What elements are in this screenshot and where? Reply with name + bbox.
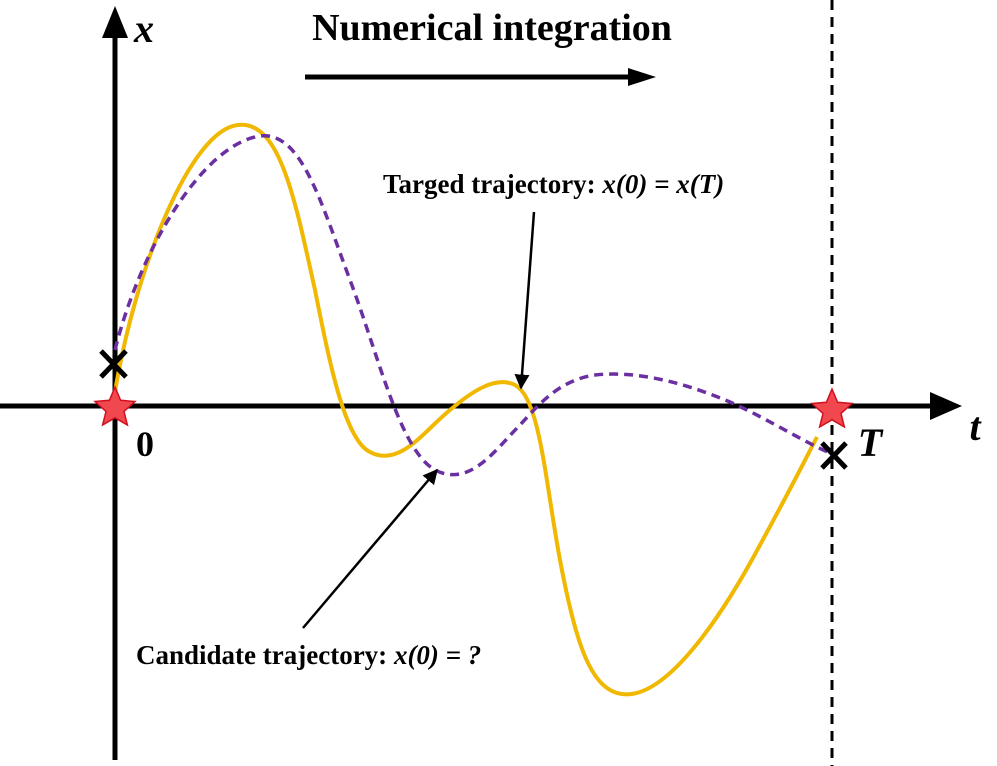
end-time-label: T xyxy=(858,420,884,465)
candidate-annotation-pointer xyxy=(302,468,438,629)
candidate-start-cross-icon xyxy=(99,349,128,379)
candidate-annotation: Candidate trajectory: x(0) = ? xyxy=(136,468,481,670)
x-axis-label: x xyxy=(133,6,154,51)
end-star-icon xyxy=(810,387,854,429)
integration-direction-arrow xyxy=(305,68,656,86)
candidate-end-cross-icon xyxy=(820,441,848,470)
t-axis xyxy=(0,392,962,420)
diagram-title: Numerical integration xyxy=(312,7,672,49)
candidate-annotation-text: Candidate trajectory: xyxy=(136,640,394,670)
candidate-annotation-math: x(0) = ? xyxy=(393,640,481,670)
origin-label: 0 xyxy=(136,424,154,464)
target-annotation-text: Targed trajectory: xyxy=(383,169,602,199)
t-axis-label: t xyxy=(969,404,982,449)
target-annotation-pointer xyxy=(514,211,536,390)
start-star-icon xyxy=(93,385,137,427)
candidate-trajectory-curve xyxy=(113,133,831,477)
svg-text:Targed trajectory: x(0) = x(T): Targed trajectory: x(0) = x(T) xyxy=(383,169,724,199)
target-annotation: Targed trajectory: x(0) = x(T) xyxy=(383,169,724,390)
target-annotation-math: x(0) = x(T) xyxy=(601,169,724,199)
svg-text:Candidate trajectory: x(0) = ?: Candidate trajectory: x(0) = ? xyxy=(136,640,481,670)
target-trajectory-curve xyxy=(113,122,819,697)
